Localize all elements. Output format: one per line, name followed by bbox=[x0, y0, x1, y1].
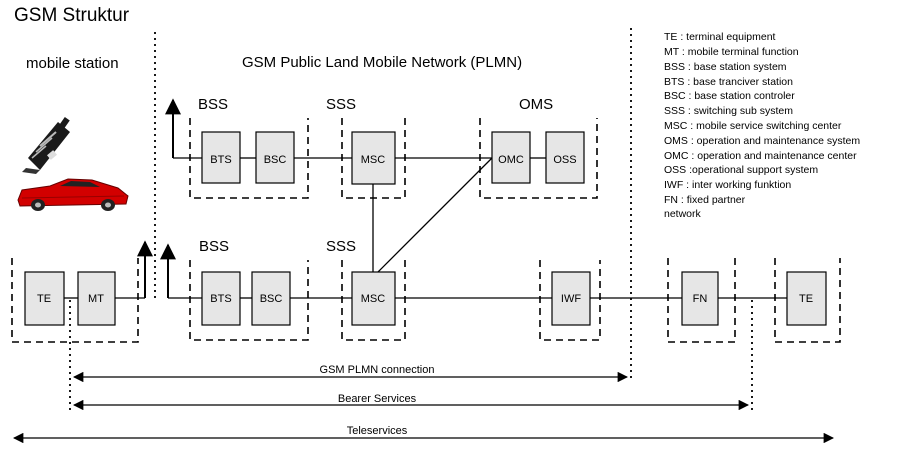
group-label-bss-bottom: BSS bbox=[199, 238, 229, 255]
plmn-label: GSM Public Land Mobile Network (PLMN) bbox=[242, 54, 522, 71]
iwf-bracket bbox=[539, 260, 601, 341]
legend-item: SSS : switching sub system bbox=[664, 105, 793, 117]
box-bts-bottom: BTS bbox=[201, 271, 241, 326]
box-iwf: IWF bbox=[551, 271, 591, 326]
legend-item: BTS : base tranciver station bbox=[664, 76, 793, 88]
legend-item: OMS : operation and maintenance system bbox=[664, 135, 860, 147]
group-label-sss-bottom: SSS bbox=[326, 238, 356, 255]
box-te-right-label: TE bbox=[799, 293, 813, 305]
legend-item: BSC : base station controler bbox=[664, 90, 795, 102]
box-msc-top: MSC bbox=[351, 131, 396, 185]
box-mt: MT bbox=[77, 271, 116, 326]
diagram-title: GSM Struktur bbox=[14, 5, 130, 26]
legend-item: TE : terminal equipment bbox=[664, 31, 776, 43]
box-fn-label: FN bbox=[693, 293, 708, 305]
box-msc-top-label: MSC bbox=[361, 154, 386, 166]
group-label-bss-top: BSS bbox=[198, 96, 228, 113]
box-omc-label: OMC bbox=[498, 154, 524, 166]
group-label-oms: OMS bbox=[519, 96, 553, 113]
sss-bottom-bracket bbox=[341, 260, 406, 341]
mobile-station-label: mobile station bbox=[26, 55, 119, 72]
legend-item: network bbox=[664, 208, 702, 220]
box-omc: OMC bbox=[491, 131, 531, 184]
bearer-services-label: Bearer Services bbox=[338, 393, 417, 405]
box-te-left-label: TE bbox=[37, 293, 51, 305]
link-msc-bottom-omc bbox=[376, 149, 501, 274]
box-mt-label: MT bbox=[88, 293, 104, 305]
legend-item: IWF : inter working funktion bbox=[664, 179, 791, 191]
red-sports-car-icon bbox=[17, 178, 129, 211]
box-msc-bottom-label: MSC bbox=[361, 293, 386, 305]
legend-item: OMC : operation and maintenance center bbox=[664, 150, 857, 162]
box-bsc-bottom-label: BSC bbox=[260, 293, 283, 305]
fn-bracket bbox=[667, 258, 736, 343]
box-msc-bottom: MSC bbox=[351, 271, 396, 326]
box-te-left: TE bbox=[24, 271, 65, 326]
te-right-bracket bbox=[774, 258, 841, 343]
abbreviation-legend: TE : terminal equipment MT : mobile term… bbox=[664, 31, 860, 220]
box-oss-label: OSS bbox=[553, 154, 576, 166]
mobile-station-bracket bbox=[11, 258, 139, 343]
box-bsc-bottom: BSC bbox=[251, 271, 291, 326]
box-oss: OSS bbox=[545, 131, 585, 184]
legend-item: FN : fixed partner bbox=[664, 194, 746, 206]
teleservices-label: Teleservices bbox=[347, 425, 408, 437]
legend-item: MT : mobile terminal function bbox=[664, 46, 799, 58]
mobile-phone-icon bbox=[22, 117, 70, 174]
bss-bottom-bracket bbox=[189, 260, 309, 341]
plmn-connection-label: GSM PLMN connection bbox=[320, 364, 435, 376]
group-label-sss-top: SSS bbox=[326, 96, 356, 113]
box-bsc-top: BSC bbox=[255, 131, 295, 184]
box-bts-top: BTS bbox=[201, 131, 241, 184]
legend-item: MSC : mobile service switching center bbox=[664, 120, 842, 132]
box-bts-bottom-label: BTS bbox=[210, 293, 231, 305]
box-fn: FN bbox=[681, 271, 719, 326]
legend-item: OSS :operational support system bbox=[664, 164, 818, 176]
box-bsc-top-label: BSC bbox=[264, 154, 287, 166]
box-te-right: TE bbox=[786, 271, 827, 326]
box-bts-top-label: BTS bbox=[210, 154, 231, 166]
box-iwf-label: IWF bbox=[561, 293, 581, 305]
legend-item: BSS : base station system bbox=[664, 61, 787, 73]
